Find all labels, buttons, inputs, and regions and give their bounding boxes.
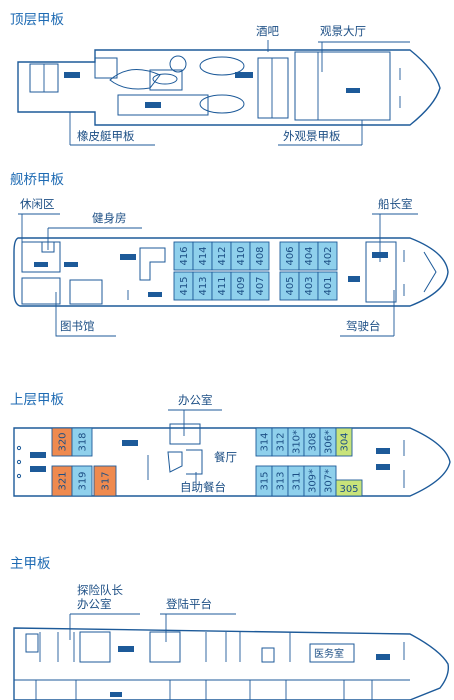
cabin-number: 413 [198, 276, 209, 295]
label-gym: 健身房 [92, 211, 127, 225]
label-expedition-leader: 探险队长 [77, 583, 123, 597]
cabin-408 [249, 241, 270, 271]
label-library: 图书馆 [60, 319, 95, 333]
zodiac-boat [199, 94, 245, 114]
label-buffet: 自助餐台 [180, 480, 226, 494]
cabin-number: 311 [292, 471, 303, 490]
stair-icon [235, 72, 253, 78]
captain-room [365, 241, 397, 303]
cabin-318 [71, 427, 93, 457]
label-zodiac-deck: 橡皮艇甲板 [77, 129, 135, 143]
cabin-number: 406 [285, 246, 296, 265]
cabin-number: 317 [101, 471, 112, 490]
cabin-number: 407 [255, 276, 266, 295]
stair-icon [376, 654, 390, 660]
cabin-number: 304 [340, 432, 351, 451]
medical-room [309, 643, 355, 663]
landing-platform [149, 631, 181, 663]
leisure-area [21, 241, 61, 273]
office-room [169, 423, 201, 445]
stair-icon [30, 466, 46, 472]
cabin-number: 402 [323, 246, 334, 265]
label-captain-room: 船长室 [378, 197, 413, 211]
label-expedition-office: 办公室 [77, 597, 112, 611]
stair-icon [376, 464, 390, 470]
cabin-number: 313 [276, 471, 287, 490]
cabin-number: 312 [276, 432, 287, 451]
label-bar: 酒吧 [256, 24, 279, 38]
cabin-number: 307* [324, 469, 335, 493]
deck-title-upper: 上层甲板 [10, 392, 64, 408]
cabin-304 [335, 427, 353, 457]
cabin-number: 310* [292, 430, 303, 454]
bridge-deck-cabins: 416 414 412 410 408 406 404 402 415 413 411 409 407 4… [173, 241, 338, 301]
cabin-number: 403 [304, 276, 315, 295]
cabin-number: 320 [58, 432, 69, 451]
upper-deck-aft-cabins: 320 318 321 319 317 [51, 427, 117, 497]
cabin-401 [317, 271, 338, 301]
stair-icon [34, 262, 48, 267]
cabin-number: 321 [58, 471, 69, 490]
hull-main-deck [13, 627, 450, 700]
stair-icon [120, 254, 136, 260]
cabin-number: 414 [198, 246, 209, 265]
label-office: 办公室 [178, 393, 213, 407]
cabin-number: 319 [78, 471, 89, 490]
label-dining: 餐厅 [214, 450, 237, 464]
upper-deck-forward-cabins: 314 312 310* 308 306* 304 315 313 311 309* 307* 305 [255, 427, 363, 497]
buffet-counter [167, 451, 183, 473]
label-leisure-area: 休闲区 [20, 197, 55, 211]
stair-icon [376, 448, 390, 454]
library-room [21, 277, 61, 305]
hull-top-deck [17, 49, 441, 126]
label-medical-room: 医务室 [314, 647, 344, 660]
zodiac-boat [199, 56, 245, 76]
expedition-office [79, 631, 111, 663]
cabin-number: 415 [179, 276, 190, 295]
observation-lounge [294, 51, 391, 121]
cabin-number: 409 [236, 276, 247, 295]
cabin-number: 411 [217, 276, 228, 295]
cabin-number: 410 [236, 246, 247, 265]
cabin-305 [335, 479, 363, 497]
cabin-402 [317, 241, 338, 271]
cabin-number: 416 [179, 246, 190, 265]
stair-icon [64, 262, 78, 267]
label-outer-observation-deck: 外观景甲板 [283, 129, 341, 143]
stair-icon [145, 102, 161, 108]
cabin-number: 306* [324, 430, 335, 454]
cabin-407 [249, 271, 270, 301]
cabin-number: 405 [285, 276, 296, 295]
cabin-number: 412 [217, 246, 228, 265]
deck-title-bridge: 舰桥甲板 [10, 172, 64, 188]
cabin-number: 404 [304, 246, 315, 265]
deck-title-top: 顶层甲板 [10, 12, 64, 28]
label-observation-lounge: 观景大厅 [320, 24, 366, 38]
cabin-number: 309* [308, 469, 319, 493]
stair-icon [346, 88, 360, 93]
cabin-number: 305 [339, 484, 358, 495]
stair-icon [118, 646, 134, 652]
stair-icon [30, 452, 46, 458]
stair-icon [122, 440, 138, 446]
cabin-number: 314 [260, 432, 271, 451]
bar-room [257, 57, 289, 119]
cabin-number: 308 [308, 432, 319, 451]
cabin-317 [93, 465, 117, 497]
stair-icon [110, 692, 122, 697]
deck-title-main: 主甲板 [10, 556, 51, 572]
label-landing-platform: 登陆平台 [166, 597, 212, 611]
cabin-number: 318 [78, 432, 89, 451]
cabin-number: 315 [260, 471, 271, 490]
stair-icon [64, 72, 80, 78]
cabin-319 [71, 465, 93, 497]
stair-icon [148, 292, 162, 297]
stair-icon [348, 276, 360, 282]
label-bridge: 驾驶台 [346, 319, 381, 333]
cabin-number: 408 [255, 246, 266, 265]
cabin-number: 401 [323, 276, 334, 295]
